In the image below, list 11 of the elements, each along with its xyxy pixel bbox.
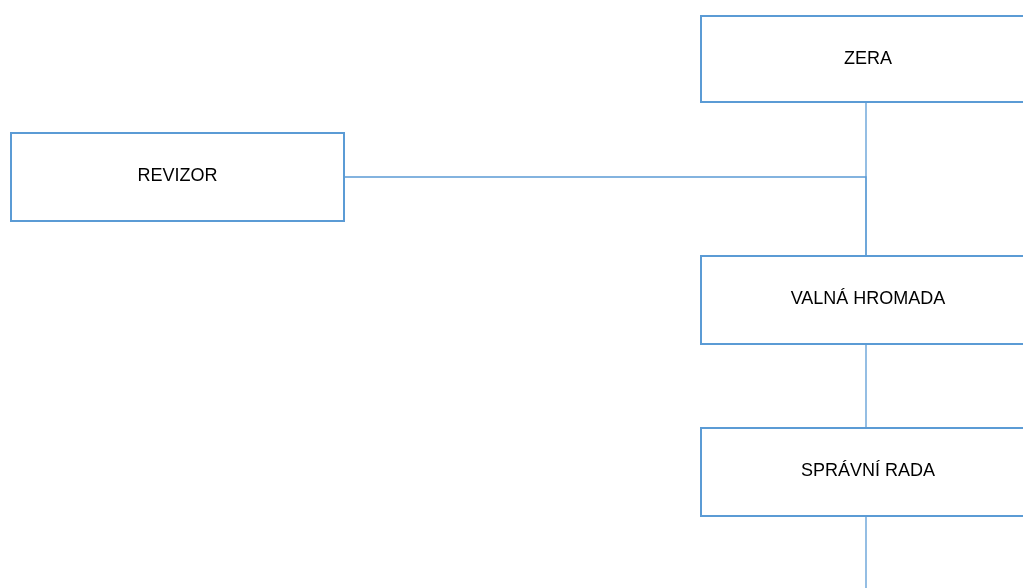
connector-line bbox=[865, 344, 867, 428]
org-box bbox=[10, 132, 345, 222]
org-box bbox=[700, 427, 1023, 517]
box-label: VALNÁ HROMADA bbox=[790, 287, 946, 310]
org-box bbox=[700, 255, 1023, 345]
box-label: ZERA bbox=[844, 47, 892, 70]
box-label: SPRÁVNÍ RADA bbox=[800, 459, 935, 482]
org-box bbox=[700, 15, 1023, 103]
connector-line bbox=[865, 516, 867, 588]
box-label: REVIZOR bbox=[137, 164, 218, 187]
connector-line bbox=[344, 176, 867, 256]
